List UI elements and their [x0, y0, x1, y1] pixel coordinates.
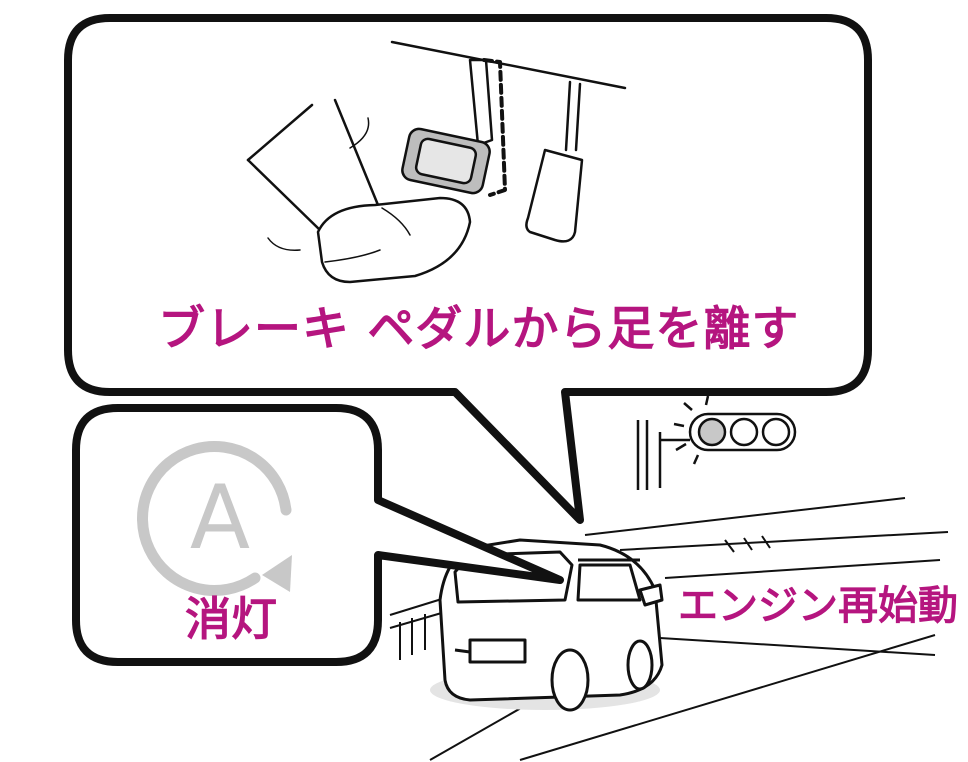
speech-balloon-indicator [72, 404, 564, 666]
svg-text:A: A [190, 466, 250, 569]
traffic-light-icon [636, 395, 797, 490]
brake-pedal-illustration [246, 40, 627, 284]
indicator-off-label: 消灯 [185, 592, 277, 646]
a-circle-arrow-icon: A [137, 440, 292, 596]
brake-release-label: ブレーキ ペダルから足を離す [158, 302, 800, 357]
engine-restart-label: エンジン再始動 [678, 583, 958, 629]
